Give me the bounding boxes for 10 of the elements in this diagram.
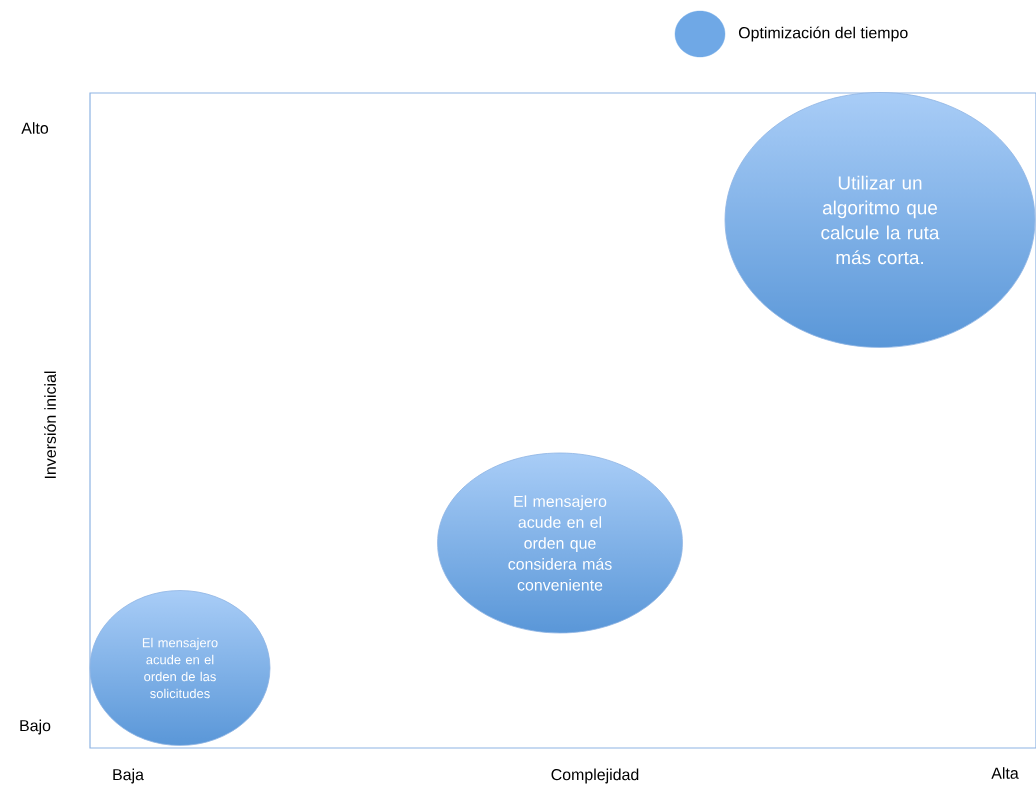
axis-label: Baja bbox=[113, 768, 144, 784]
bubble: El mensajero acude en el orden que considera más conveniente bbox=[437, 452, 683, 634]
axis-title: Complejidad bbox=[551, 768, 639, 784]
bubble: El mensajero acude en el orden de las solicitudes bbox=[89, 590, 271, 746]
bubble: Utilizar un algoritmo que calcule la ruta más corta. bbox=[724, 92, 1036, 348]
axis-label: Alto bbox=[21, 122, 49, 134]
legend-label: Optimización del tiempo bbox=[738, 26, 908, 42]
axis-label: Alta bbox=[991, 767, 1019, 779]
axis-title: Inversión inicial bbox=[44, 371, 56, 478]
axis-label: Bajo bbox=[20, 719, 51, 735]
